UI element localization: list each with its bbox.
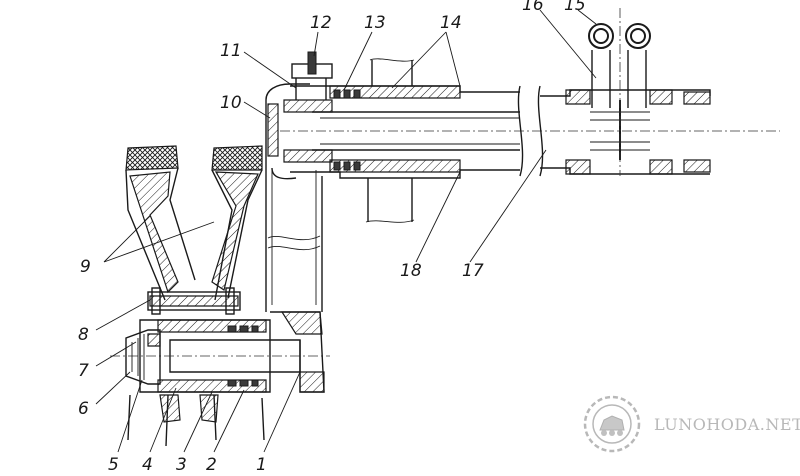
leader-17 bbox=[469, 149, 547, 263]
wheel-tread-left bbox=[125, 145, 179, 171]
wheel-lower-rim bbox=[127, 394, 265, 447]
hub-flange-section bbox=[149, 295, 239, 307]
label-4: 4 bbox=[142, 455, 153, 475]
label-2: 2 bbox=[206, 455, 217, 475]
leader-4 bbox=[149, 387, 177, 453]
part-number-labels: 1 2 3 4 5 6 7 8 9 10 11 12 13 14 15 16 1… bbox=[78, 0, 586, 475]
bracket-top-cap bbox=[369, 58, 415, 62]
leader-8 bbox=[95, 299, 151, 331]
inner-shaft-lines bbox=[320, 117, 520, 145]
leader-3 bbox=[183, 391, 213, 453]
label-6: 6 bbox=[78, 399, 89, 419]
wheel-lower-hub-left bbox=[159, 394, 181, 423]
lug-eye-right-inner bbox=[630, 28, 646, 44]
leader-2 bbox=[213, 389, 245, 453]
label-15: 15 bbox=[564, 0, 586, 15]
leader-10 bbox=[243, 101, 271, 119]
wheel-lower-hub-right bbox=[199, 394, 219, 423]
strut-lower-section bbox=[280, 311, 323, 335]
label-10: 10 bbox=[220, 93, 242, 113]
bracket-bottom-cap bbox=[365, 219, 415, 223]
clamp-legs bbox=[295, 78, 327, 100]
watermark-text: LUNOHODA.NET bbox=[654, 415, 800, 434]
end-cap bbox=[267, 103, 279, 157]
cap-nut-teeth bbox=[131, 334, 145, 380]
lug-eye-left-inner bbox=[593, 28, 609, 44]
leader-13 bbox=[343, 31, 373, 91]
leader-11 bbox=[243, 51, 297, 89]
label-13: 13 bbox=[364, 13, 386, 33]
label-7: 7 bbox=[78, 361, 89, 381]
wheel-spoke-left bbox=[125, 167, 196, 301]
cap-nut-section bbox=[147, 333, 161, 347]
hub-upper-section bbox=[157, 319, 267, 333]
hub-lower-section bbox=[157, 379, 267, 393]
label-18: 18 bbox=[400, 261, 422, 281]
right-collar-top-2 bbox=[649, 89, 673, 105]
clamp-bolt bbox=[307, 51, 317, 75]
wheel-tread-right bbox=[211, 145, 263, 171]
label-8: 8 bbox=[78, 325, 89, 345]
label-1: 1 bbox=[256, 455, 267, 475]
leader-12 bbox=[313, 31, 319, 57]
right-collar-top bbox=[565, 89, 591, 105]
strut-break-upper bbox=[267, 235, 321, 241]
arm-break-left bbox=[517, 85, 524, 177]
bearing-upper bbox=[227, 325, 259, 333]
right-collar-bottom-2 bbox=[649, 159, 673, 175]
bolt-nut bbox=[225, 287, 235, 315]
leader-15 bbox=[577, 9, 597, 25]
bearing-lower bbox=[227, 379, 259, 387]
strut-corner-outer bbox=[271, 167, 297, 180]
leader-6 bbox=[95, 371, 131, 405]
right-collar-top-3 bbox=[683, 91, 711, 105]
watermark: LUNOHODA.NET bbox=[583, 395, 800, 453]
horizontal-arm bbox=[267, 51, 780, 223]
right-section bbox=[540, 8, 711, 176]
leader-9 bbox=[103, 215, 215, 263]
arm-upper-section bbox=[329, 85, 461, 99]
leader-14 bbox=[391, 31, 461, 89]
bracket-bottom bbox=[367, 178, 413, 222]
strut-lower-web bbox=[299, 371, 325, 393]
label-12: 12 bbox=[310, 13, 332, 33]
leader-18 bbox=[415, 171, 461, 263]
inner-shaft bbox=[312, 111, 520, 151]
leader-1 bbox=[263, 371, 301, 453]
bolt-head bbox=[151, 287, 161, 315]
bracket-top bbox=[371, 60, 413, 86]
right-collar-bottom-3 bbox=[683, 159, 711, 173]
watermark-logo-icon bbox=[583, 395, 641, 453]
label-5: 5 bbox=[108, 455, 119, 475]
label-11: 11 bbox=[220, 41, 242, 61]
lug-eye-right bbox=[625, 23, 651, 49]
lug-eye-left bbox=[588, 23, 614, 49]
label-17: 17 bbox=[462, 261, 484, 281]
label-14: 14 bbox=[440, 13, 462, 33]
label-9: 9 bbox=[80, 257, 91, 277]
right-collar-bottom bbox=[565, 159, 591, 175]
label-3: 3 bbox=[176, 455, 187, 475]
wheel-web-right bbox=[211, 171, 259, 291]
hub-assembly bbox=[110, 287, 330, 393]
vertical-strut bbox=[265, 83, 325, 393]
lug-left bbox=[591, 50, 611, 108]
label-16: 16 bbox=[522, 0, 544, 15]
lug-right bbox=[627, 50, 647, 108]
arm-sleeve bbox=[283, 99, 333, 113]
leader-lines bbox=[95, 9, 597, 453]
seal-ring bbox=[333, 89, 361, 171]
leader-7 bbox=[95, 341, 137, 367]
leader-5 bbox=[117, 379, 143, 453]
leader-16 bbox=[539, 9, 597, 79]
strut-break-lower bbox=[267, 245, 321, 251]
arm-sleeve-lower bbox=[283, 149, 333, 163]
